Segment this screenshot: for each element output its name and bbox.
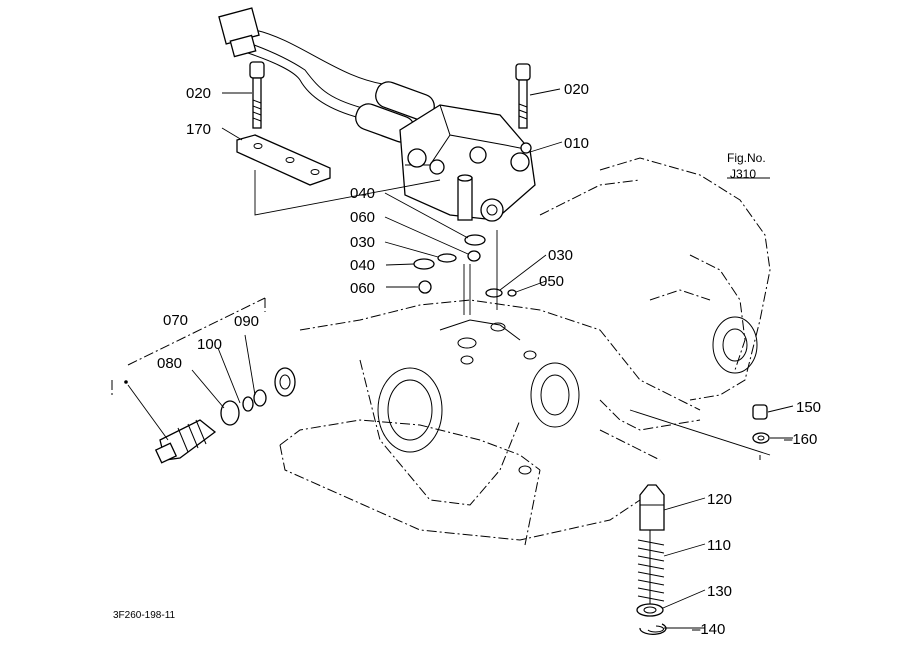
callout-080: 080 [157,355,182,372]
callout-010: 010 [564,135,589,152]
callout-060-top: 060 [350,209,375,226]
pressure-switch-070 [111,297,296,464]
figure-ref-line2: J310 [730,167,756,181]
callout-070: 070 [163,312,188,329]
transmission-housing [279,157,771,546]
snap-ring-140 [639,623,667,635]
plate-170 [236,134,441,216]
callout-020-right: 020 [564,81,589,98]
callout-labels: 020 170 020 010 040 060 030 040 060 030 … [113,81,821,638]
guide-line-150 [629,409,771,456]
solenoid-valve-assembly [218,7,536,222]
bolt-020-right [515,63,531,129]
callout-170: 170 [186,121,211,138]
figure-ref-line1: Fig.No. [727,151,766,165]
callout-120: 120 [707,491,732,508]
drawing-code: 3F260-198-11 [113,610,176,621]
callout-040-mid: 040 [350,257,375,274]
callout-130: 130 [707,583,732,600]
callout-050: 050 [539,273,564,290]
callout-100: 100 [197,336,222,353]
callout-020-left: 020 [186,85,211,102]
callout-110: 110 [707,537,731,554]
callout-060-mid: 060 [350,280,375,297]
callout-150: 150 [796,399,821,416]
bolt-020-left [249,61,265,129]
spring-110 [637,530,665,605]
plug-150 [752,404,770,444]
callout-090: 090 [234,313,259,330]
relief-valve-120 [639,484,665,531]
callout-leaders [191,88,794,629]
callout-030-left: 030 [350,234,375,251]
washer-130 [636,603,664,617]
callout-040-top: 040 [350,185,375,202]
callout-140: –140 [692,621,725,638]
orings-center [413,230,517,315]
callout-160: –160 [784,431,817,448]
callout-030-right: 030 [548,247,573,264]
